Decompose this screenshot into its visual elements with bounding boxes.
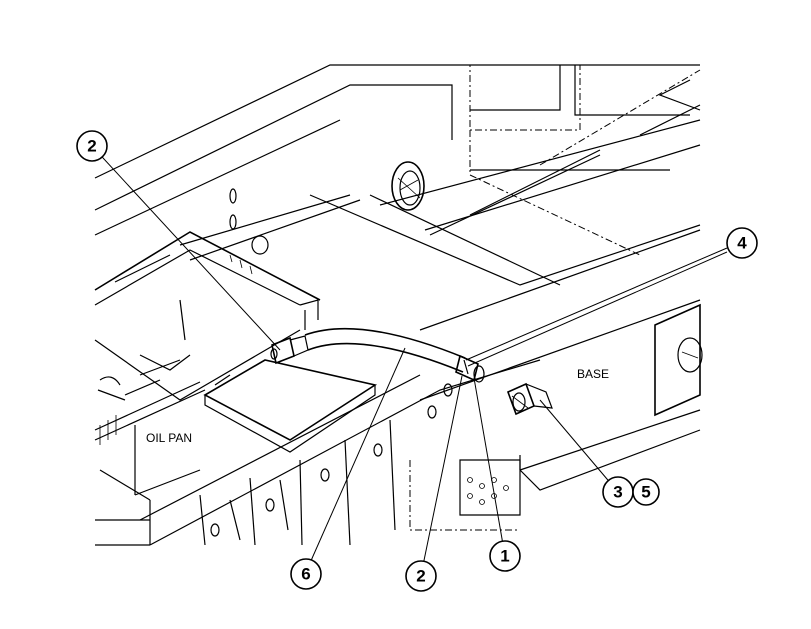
svg-text:1: 1 bbox=[500, 547, 509, 566]
callout-item-5: 5 bbox=[632, 478, 660, 506]
oil-pan-label: OIL PAN bbox=[146, 431, 192, 445]
base-label: BASE bbox=[577, 367, 609, 381]
callout-item-2-top: 2 bbox=[76, 130, 108, 162]
callout-item-6: 6 bbox=[290, 558, 322, 590]
leader-lines bbox=[91, 145, 728, 576]
callout-item-4: 4 bbox=[726, 227, 758, 259]
callout-item-1: 1 bbox=[489, 540, 521, 572]
svg-text:5: 5 bbox=[641, 483, 650, 502]
svg-text:3: 3 bbox=[613, 483, 622, 502]
svg-text:6: 6 bbox=[301, 565, 310, 584]
engine-base-drawing bbox=[94, 64, 703, 546]
callout-item-2-bottom: 2 bbox=[405, 560, 437, 592]
svg-text:2: 2 bbox=[416, 567, 425, 586]
svg-text:2: 2 bbox=[87, 137, 96, 156]
svg-text:4: 4 bbox=[737, 234, 747, 253]
callout-item-3: 3 bbox=[602, 476, 634, 508]
